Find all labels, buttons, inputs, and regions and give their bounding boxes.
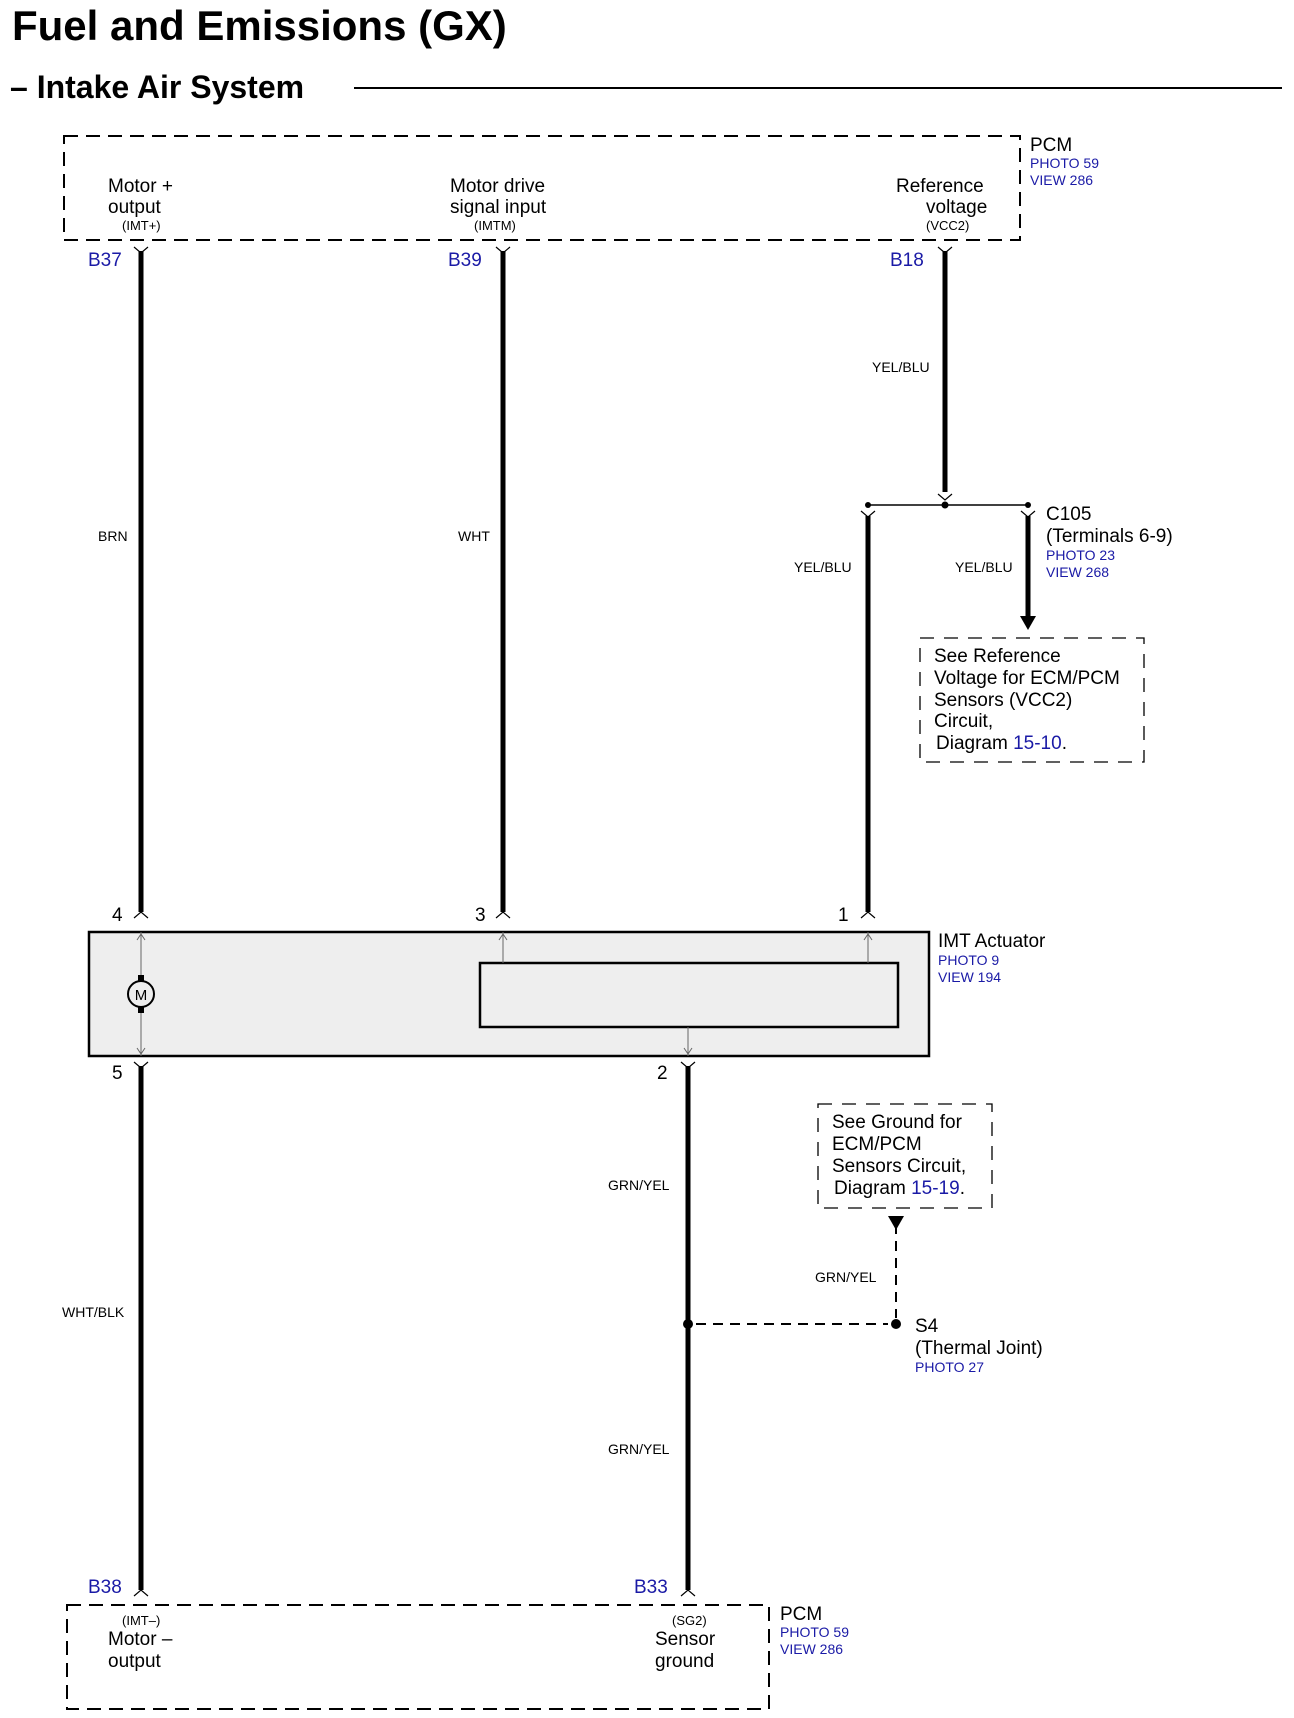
reference-note-box xyxy=(919,637,1145,763)
internal-arrow xyxy=(498,933,508,941)
connector-symbol xyxy=(133,1589,149,1597)
c105-view-link[interactable]: VIEW 268 xyxy=(1046,564,1109,580)
terminal-number-3: 3 xyxy=(475,905,486,926)
pcm-pin-sg2: (SG2) Sensor ground xyxy=(655,1613,716,1672)
pcm-bottom-label: PCM xyxy=(780,1604,822,1625)
arrow-to-ground-note xyxy=(888,1216,904,1230)
pcm-bottom-box xyxy=(66,1604,770,1710)
arrow-to-reference-note xyxy=(1020,616,1036,630)
ground-note-box xyxy=(817,1103,993,1209)
connector-symbol xyxy=(860,911,876,919)
pin-signal-code: (VCC2) xyxy=(926,218,969,233)
internal-arrow xyxy=(863,933,873,941)
s4-splice-dot-right xyxy=(891,1319,901,1329)
diagram-link-15-10[interactable]: 15-10 xyxy=(1013,733,1062,754)
c105-detail: (Terminals 6-9) xyxy=(1046,526,1173,547)
internal-arrow xyxy=(136,1047,146,1055)
motor-letter: M xyxy=(135,987,148,1004)
s4-splice-dot-left xyxy=(683,1319,693,1329)
pin-signal-code: (IMTM) xyxy=(474,218,516,233)
terminal-number-4: 4 xyxy=(112,905,123,926)
pin-desc-line1: Motor – xyxy=(108,1629,173,1650)
s4-photo-link[interactable]: PHOTO 27 xyxy=(915,1359,984,1375)
wire-color-label: YEL/BLU xyxy=(872,359,930,375)
pcm-pin-imt-plus: Motor + output (IMT+) xyxy=(108,176,173,233)
section-subtitle: – Intake Air System xyxy=(10,69,304,105)
ground-note-line: ECM/PCM xyxy=(832,1134,922,1155)
c105-terminal-dot xyxy=(865,502,871,508)
pin-signal-code: (IMT–) xyxy=(122,1613,160,1628)
c105-photo-link[interactable]: PHOTO 23 xyxy=(1046,547,1115,563)
ref-note-line: Voltage for ECM/PCM xyxy=(934,668,1120,689)
wire-color-label: YEL/BLU xyxy=(794,559,852,575)
pin-desc-line2: signal input xyxy=(450,197,547,218)
pin-signal-code: (IMT+) xyxy=(122,218,161,233)
pin-desc-line2: voltage xyxy=(926,197,987,218)
ground-note-line: Diagram 15-19. xyxy=(834,1178,965,1199)
connector-symbol xyxy=(495,911,511,919)
pcm-top-photo-link[interactable]: PHOTO 59 xyxy=(1030,155,1099,171)
diagram-word: Diagram xyxy=(936,733,1008,754)
ref-note-line: Diagram 15-10. xyxy=(936,733,1067,754)
internal-arrow xyxy=(136,933,146,941)
pin-desc-line1: Sensor xyxy=(655,1629,716,1650)
pin-desc-line1: Motor + xyxy=(108,176,173,197)
motor-icon: M xyxy=(127,975,155,1013)
terminal-number-5: 5 xyxy=(112,1063,123,1084)
wire-color-label: WHT/BLK xyxy=(62,1304,125,1320)
imt-actuator-control-module xyxy=(478,961,900,1029)
ground-note-line: Sensors Circuit, xyxy=(832,1156,966,1177)
wire-color-label: YEL/BLU xyxy=(955,559,1013,575)
wire-color-label: GRN/YEL xyxy=(608,1177,670,1193)
internal-arrow xyxy=(683,1047,693,1055)
pin-signal-code: (SG2) xyxy=(672,1613,707,1628)
wire-color-label: BRN xyxy=(98,528,128,544)
ref-note-line: Circuit, xyxy=(934,711,993,732)
pin-number-b38: B38 xyxy=(88,1577,122,1598)
terminal-number-1: 1 xyxy=(838,905,849,926)
imt-actuator-label: IMT Actuator xyxy=(938,931,1046,952)
pcm-top-box xyxy=(63,135,1021,241)
ref-note-line: Sensors (VCC2) xyxy=(934,690,1072,711)
connector-symbol xyxy=(133,911,149,919)
pcm-top-label: PCM xyxy=(1030,135,1072,156)
ref-note-line: See Reference xyxy=(934,646,1061,667)
pcm-bottom-photo-link[interactable]: PHOTO 59 xyxy=(780,1624,849,1640)
s4-detail: (Thermal Joint) xyxy=(915,1338,1043,1359)
pin-desc-line2: ground xyxy=(655,1651,714,1672)
pcm-top-view-link[interactable]: VIEW 286 xyxy=(1030,172,1093,188)
pcm-pin-vcc2: Reference voltage (VCC2) xyxy=(896,176,987,233)
c105-terminal-dot xyxy=(1025,502,1031,508)
imt-actuator-view-link[interactable]: VIEW 194 xyxy=(938,969,1001,985)
pin-desc-line2: output xyxy=(108,197,162,218)
s4-label: S4 xyxy=(915,1316,939,1337)
pin-number-b37: B37 xyxy=(88,250,122,271)
pin-number-b39: B39 xyxy=(448,250,482,271)
c105-label: C105 xyxy=(1046,504,1091,525)
wire-color-label: WHT xyxy=(458,528,490,544)
page-title: Fuel and Emissions (GX) xyxy=(12,2,507,49)
imt-actuator-photo-link[interactable]: PHOTO 9 xyxy=(938,952,999,968)
pin-number-b18: B18 xyxy=(890,250,924,271)
pin-desc-line2: output xyxy=(108,1651,162,1672)
c105-connector-symbol xyxy=(937,493,953,501)
pcm-bottom-view-link[interactable]: VIEW 286 xyxy=(780,1641,843,1657)
diagram-link-15-19[interactable]: 15-19 xyxy=(911,1178,960,1199)
ground-note-line: See Ground for xyxy=(832,1112,963,1133)
terminal-number-2: 2 xyxy=(657,1063,668,1084)
c105-junction-dot xyxy=(941,501,949,509)
pcm-pin-imtm: Motor drive signal input (IMTM) xyxy=(450,176,547,233)
pin-desc-line1: Reference xyxy=(896,176,984,197)
pin-number-b33: B33 xyxy=(634,1577,668,1598)
diagram-word: Diagram xyxy=(834,1178,906,1199)
pcm-pin-imt-minus: (IMT–) Motor – output xyxy=(108,1613,173,1672)
pin-desc-line1: Motor drive xyxy=(450,176,545,197)
wire-color-label: GRN/YEL xyxy=(608,1441,670,1457)
wire-color-label: GRN/YEL xyxy=(815,1269,877,1285)
connector-symbol xyxy=(680,1589,696,1597)
